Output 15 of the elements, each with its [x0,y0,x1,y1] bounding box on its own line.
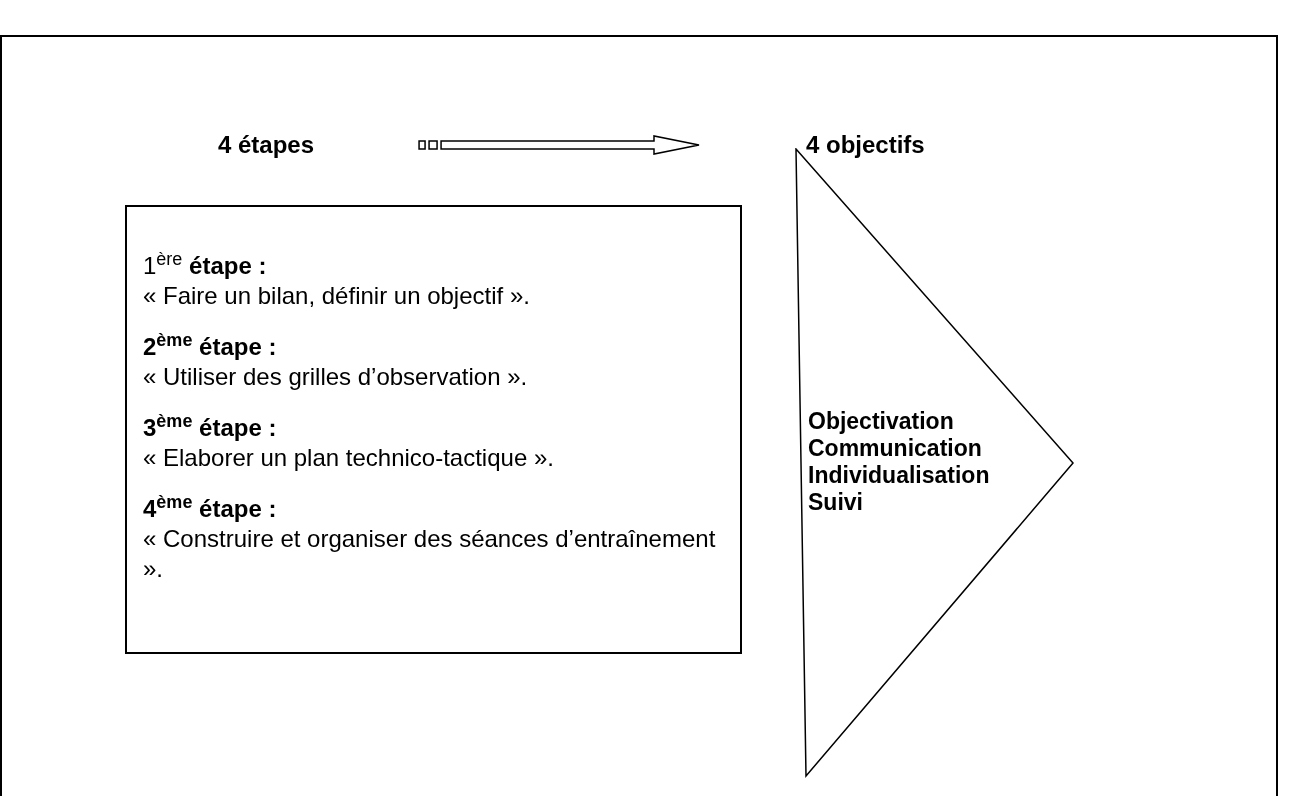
step-description: « Construire et organiser des séances d’entraînement ». [143,524,717,584]
objective-text: Individualisation [808,462,990,489]
step-heading: 4$^{ème}$ étape : [143,494,278,524]
step-description: « Elaborer un plan technico-tactique ». [143,443,555,473]
step-heading: 3$^{ème}$ étape : [143,413,278,443]
step-description: « Faire un bilan, définir un objectif ». [143,281,531,311]
heading-text: 4 objectifs [806,131,925,158]
heading-text: 4 étapes [218,131,315,158]
objective-text: Suivi [808,489,864,516]
block-arrow [418,135,700,155]
step-heading: 2$^{ème}$ étape : [143,332,278,362]
step-description: « Utiliser des grilles d’observation ». [143,362,529,392]
step-heading: 1$^{ère}$ étape : [143,251,268,281]
objective-text: Objectivation [808,408,955,435]
objective-text: Communication [808,435,983,462]
